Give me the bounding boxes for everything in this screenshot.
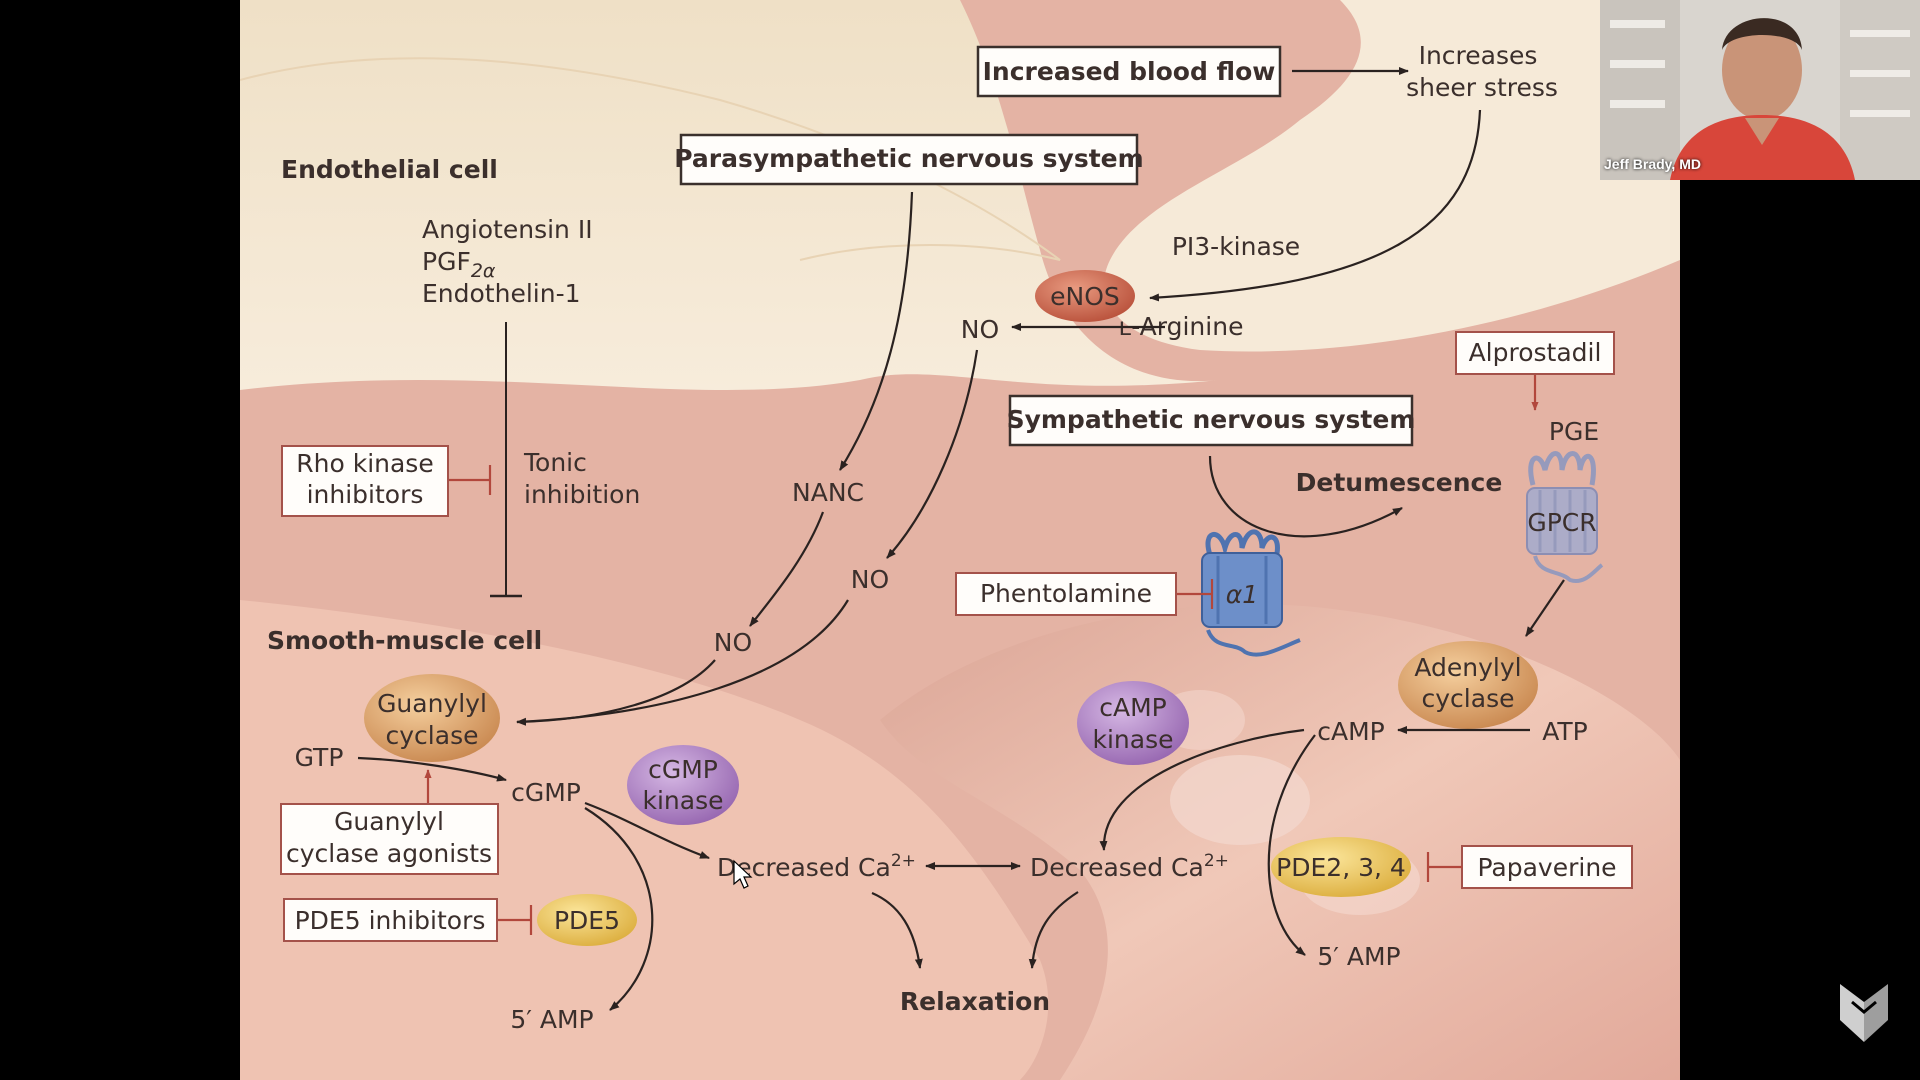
nucleus-highlight [1170,755,1310,845]
alpha1-label: α1 [1226,580,1258,609]
adenylyl-label-line1: Adenylyl [1414,653,1521,682]
camp-kinase-label-line2: kinase [1093,725,1174,754]
pgf-label: PGF2α [422,247,496,282]
pde234-label: PDE2, 3, 4 [1276,853,1406,882]
arrow-stress-to-enos [1149,109,1482,302]
pde5-inhibitors-box [283,898,498,942]
app-logo-icon [1840,984,1888,1042]
no-mid-label: NO [851,565,889,594]
arrow-cgmp-to-decreased-ca [584,801,710,860]
camp-kinase-oval [1077,681,1189,765]
sheer-stress-label: sheer stress [1406,73,1558,102]
decreased-ca-right-label: Decreased Ca2+ [1030,851,1229,882]
cgmp-label: cGMP [511,778,581,807]
pge-label: PGE [1549,417,1599,446]
amp-left-label: 5′ AMP [510,1005,593,1034]
pathway-diagram: Increased blood flow Parasympathetic ner… [240,0,1680,1080]
phentolamine-box [955,572,1177,616]
guanylyl-cyclase-agonists-box [280,803,499,875]
arrow-camp-to-decreased-ca [1099,728,1305,851]
cgmp-kinase-label-line1: cGMP [648,755,718,784]
atp-label: ATP [1542,717,1588,746]
upper-endothelial-region [240,0,1680,352]
cgmp-kinase-label-line2: kinase [643,786,724,815]
camp-label: cAMP [1317,717,1385,746]
smooth-muscle-cell-label: Smooth-muscle cell [267,626,542,655]
arrow-no-to-no [886,349,979,559]
inhibition-label: inhibition [524,480,640,509]
gtp-label: GTP [295,743,344,772]
arrow-cgmp-to-5amp [584,807,654,1011]
gpcr-receptor [1526,451,1604,583]
phentolamine-label: Phentolamine [980,579,1152,608]
endothelial-cell-region [240,0,1220,390]
arrow-camp-to-5amp [1267,734,1316,956]
pde5-oval [537,894,637,946]
tonic-label: Tonic [523,448,587,477]
arrow-parasympathetic-to-nanc [839,191,914,471]
rho-kinase-label: Rho kinase [296,449,433,478]
arrow-gpcr-to-adenylyl [1525,579,1565,637]
adenylyl-cyclase-oval [1398,641,1538,729]
guanylyl-label-line2: cyclase [386,721,479,750]
pi3-kinase-label: PI3-kinase [1172,232,1300,261]
pde234-oval [1271,837,1411,897]
alpha1-receptor [1201,529,1301,657]
parasympathetic-label: Parasympathetic nervous system [674,144,1143,173]
endothelin-label: Endothelin-1 [422,279,581,308]
participant-video-tile[interactable]: Jeff Brady, MD [1600,0,1920,180]
arrow-right-ca-to-relaxation [1028,891,1079,969]
mouse-cursor-icon [733,859,753,889]
angiotensin-label: Angiotensin II [422,215,593,244]
arrow-no-mid-to-guanylyl [516,599,849,724]
gpcr-label: GPCR [1527,508,1596,537]
participant-video-feed [1600,0,1920,180]
guanylyl-cyclase-oval [364,674,500,762]
sympathetic-label: Sympathetic nervous system [1007,405,1416,434]
rho-kinase-inhibitors-box [281,445,449,517]
amp-right-label: 5′ AMP [1317,942,1400,971]
slide: Increased blood flow Parasympathetic ner… [240,0,1680,1080]
increased-blood-flow-label: Increased blood flow [983,57,1276,86]
no-low-label: NO [714,628,752,657]
participant-name: Jeff Brady, MD [1604,156,1701,172]
endothelial-cell-label: Endothelial cell [281,155,498,184]
enos-oval [1035,270,1135,322]
nanc-label: NANC [792,478,864,507]
arrow-sympathetic-to-detumescence [1208,455,1403,538]
agonists-label-line1: Guanylyl [334,807,444,836]
alprostadil-label: Alprostadil [1469,338,1602,367]
relaxation-label: Relaxation [900,987,1050,1016]
sympathetic-box [1008,394,1414,447]
agonists-label-line2: cyclase agonists [286,839,492,868]
drug-effect-lines [424,375,1539,935]
no-top-label: NO [961,315,999,344]
arrow-left-ca-to-relaxation [871,891,923,969]
increases-label: Increases [1419,41,1538,70]
papaverine-label: Papaverine [1477,853,1616,882]
arrow-nanc-to-no [749,511,825,627]
cgmp-kinase-oval [627,745,739,825]
pde5-inhibitors-label: PDE5 inhibitors [295,906,486,935]
detumescence-label: Detumescence [1296,468,1503,497]
guanylyl-label-line1: Guanylyl [377,689,487,718]
rho-inhibitors-label: inhibitors [307,480,424,509]
papaverine-box [1461,845,1633,889]
alprostadil-box [1455,331,1615,375]
camp-kinase-label-line1: cAMP [1099,693,1167,722]
enos-label: eNOS [1050,282,1120,311]
parasympathetic-box [679,133,1139,186]
adenylyl-label-line2: cyclase [1422,684,1515,713]
increased-blood-flow-box [976,45,1282,98]
pathway-arrows [357,67,1565,1011]
pde5-label: PDE5 [554,906,620,935]
arrow-gtp-to-cgmp [357,756,507,782]
